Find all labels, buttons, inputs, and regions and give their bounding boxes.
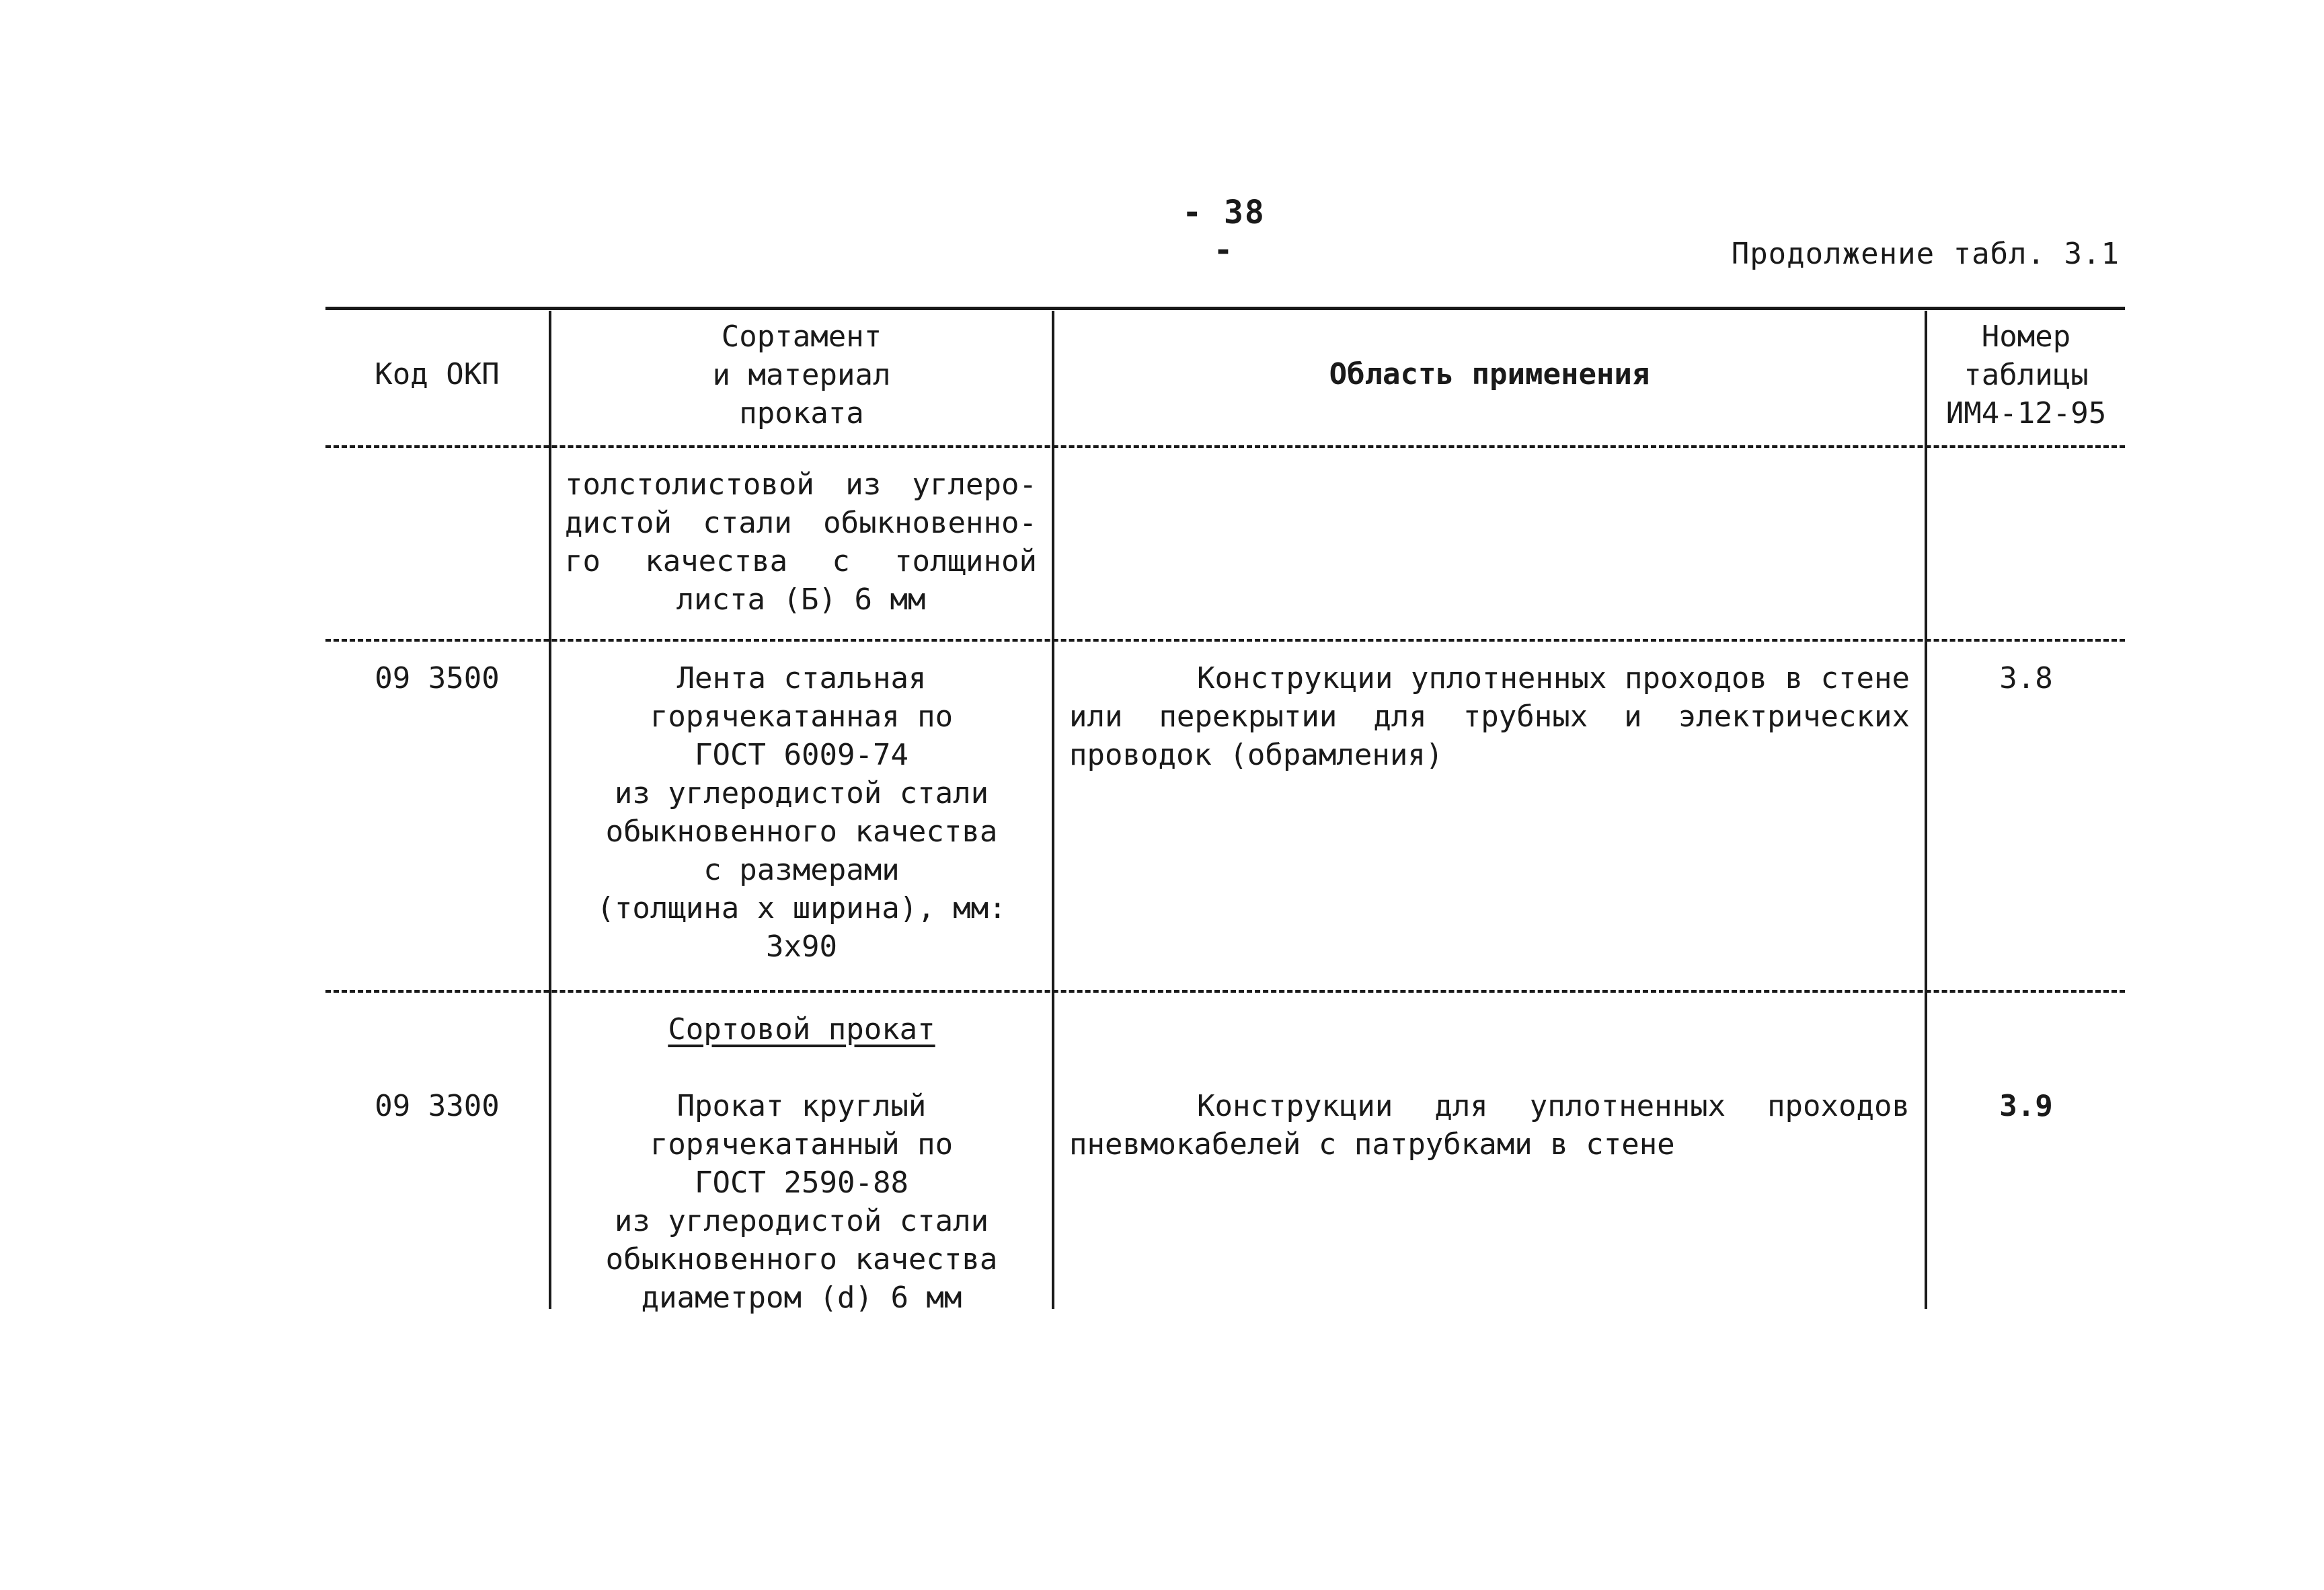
row-separator (325, 639, 2125, 642)
row1-material-line: дистой стали обыкновенно- (565, 506, 1037, 540)
row3-table-number: 3.9 (1999, 1089, 2053, 1123)
table-continuation-label: Продолжение табл. 3.1 (1731, 237, 2120, 271)
table-top-rule (325, 307, 2125, 310)
table-header-row: Код ОКП Сортамент и материал проката Обл… (325, 311, 2125, 752)
row3-material-line: диаметром (d) 6 мм (641, 1281, 962, 1315)
row2-material-line: ГОСТ 6009-74 (695, 738, 908, 772)
row2-material-line: (толщина x ширина), мм: (596, 891, 1007, 925)
row3-material-line: ГОСТ 2590-88 (695, 1166, 908, 1200)
header-application-area: Область применения (1329, 357, 1650, 391)
page-number: - 38 - (1182, 194, 1266, 269)
row2-application-area: Конструкции уплотненных проходов в стене… (1054, 659, 1925, 774)
row3-section-title: Сортовой прокат (551, 1010, 1052, 1049)
row-separator (325, 445, 2125, 448)
row2-material-line: из углеродистой стали (614, 776, 989, 810)
row3-material-line: Прокат круглый (676, 1089, 927, 1123)
row3-application-area: Конструкции для уплотненных проходов пне… (1054, 1087, 1925, 1164)
row2-area-text: Конструкции уплотненных проходов в стене… (1069, 661, 1910, 772)
table-body: толстолистовой из углеро- дистой стали о… (325, 307, 2125, 1316)
row3-area-text: Конструкции для уплотненных проходов пне… (1069, 1089, 1910, 1162)
row3-code: 09 3300 (375, 1089, 500, 1123)
header-material: Сортамент и материал проката (551, 317, 1052, 432)
column-divider (1925, 311, 1927, 1309)
table-row: толстолистовой из углеро- дистой стали о… (551, 465, 1052, 619)
row2-material-line: 3x90 (766, 930, 837, 964)
column-divider (549, 311, 551, 1309)
row2-code: 09 3500 (375, 661, 500, 695)
header-number-line: ИМ4-12-95 (1945, 396, 2107, 430)
row2-material-line: Лента стальная (676, 661, 927, 695)
row1-material-line: листа (Б) 6 мм (676, 582, 926, 617)
row3-material-line: горячекатанный по (650, 1127, 954, 1162)
column-divider (1052, 311, 1054, 1309)
row2-material-line: с размерами (703, 853, 900, 887)
row3-material-line: обыкновенного качества (605, 1242, 998, 1277)
header-material-line: Сортамент (721, 319, 882, 354)
header-material-line: проката (739, 396, 864, 430)
row-separator (325, 990, 2125, 993)
header-code-okp: Код ОКП (375, 357, 500, 391)
header-number-line: Номер (1981, 319, 2071, 354)
header-material-line: и материал (712, 358, 891, 392)
row2-table-number: 3.8 (1999, 661, 2053, 695)
row2-material: Лента стальная горячекатанная по ГОСТ 60… (551, 659, 1052, 966)
row3-material: Прокат круглый горячекатанный по ГОСТ 25… (551, 1087, 1052, 1317)
row2-material-line: горячекатанная по (650, 699, 954, 734)
row1-material-line: толстолистовой из углеро- (565, 467, 1037, 502)
section-title-sortovoy-prokat: Сортовой прокат (668, 1012, 935, 1047)
row3-material-line: из углеродистой стали (614, 1204, 989, 1238)
header-table-number: Номер таблицы ИМ4-12-95 (1927, 317, 2125, 432)
row2-material-line: обыкновенного качества (605, 815, 998, 849)
row1-material-line: го качества с толщиной (565, 544, 1037, 578)
header-number-line: таблицы (1964, 358, 2089, 392)
